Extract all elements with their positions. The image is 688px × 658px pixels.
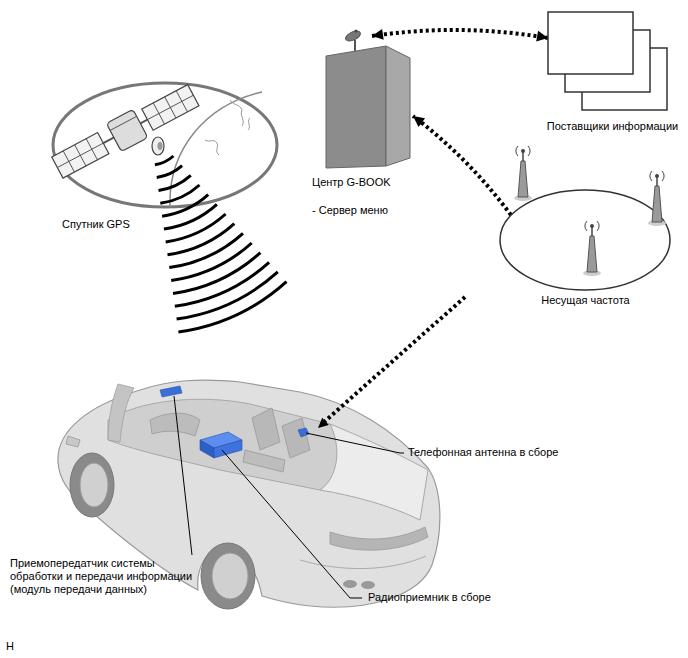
leader-lines-part [174, 396, 192, 555]
gbook-center-building: Центр G-BOOK - Сервер меню [312, 28, 422, 218]
car-illustration-part [201, 543, 255, 609]
node-shape-part-part [386, 46, 410, 166]
node-shape-part-part [590, 224, 594, 228]
node-label: - Сервер меню [312, 204, 422, 218]
node-shape-part [500, 146, 670, 290]
radio-wave [168, 224, 235, 255]
node-label: Несущая частота [498, 294, 673, 308]
radio-wave [169, 233, 243, 267]
node-shape-part-part [652, 186, 662, 222]
node-shape-part [326, 29, 410, 168]
car-illustration-part [70, 453, 114, 517]
car-illustration-part [343, 580, 357, 588]
part-label: Телефонная антенна в сборе [408, 446, 558, 459]
node-shape-part-part [655, 174, 659, 178]
gps-satellite-illustration-part [205, 100, 250, 155]
node-shape-part-part [355, 30, 358, 33]
car-illustration-part [298, 428, 309, 437]
figure-code: H [6, 640, 14, 653]
gps-satellite-illustration-part-part [142, 85, 199, 131]
leader-lines-part [222, 450, 362, 598]
gps-satellite-illustration-part [152, 137, 164, 155]
node-shape [498, 180, 499, 181]
radio-wave [178, 282, 286, 332]
node-shape-part-part [521, 149, 525, 153]
radio-wave [177, 272, 278, 319]
node-shape-part-part [587, 236, 597, 272]
radio-wave [160, 185, 199, 203]
arrow-head [536, 31, 548, 42]
node-shape-part-part [585, 221, 599, 231]
arrow-head [413, 116, 425, 127]
gps-satellite-illustration [50, 81, 277, 207]
node-shape-part-part [548, 12, 633, 74]
car-illustration-part [80, 463, 108, 507]
car-illustration-part [361, 581, 375, 589]
dotted-connector [372, 30, 548, 38]
node-label: Центр G-BOOK [312, 176, 422, 190]
gps-satellite-illustration-part [50, 81, 201, 182]
car-illustration-part [252, 408, 280, 450]
gps-satellite-illustration-part-part [106, 109, 148, 151]
node-shape-part-part [516, 146, 530, 156]
car-illustration-part [200, 440, 214, 458]
car-illustration-part [243, 450, 285, 472]
dotted-connector [413, 116, 511, 215]
signal-arrow [318, 297, 465, 428]
gps-satellite-illustration-part-part [52, 133, 109, 179]
node-shape-part-part [518, 161, 528, 197]
radio-wave [162, 195, 208, 217]
radio-wave [171, 243, 252, 281]
node-shape [540, 8, 541, 9]
car-illustration-part [214, 440, 242, 458]
part-label: Радиоприемник в сборе [368, 591, 491, 604]
radio-wave [157, 166, 182, 178]
node-shape-part-part [326, 46, 386, 168]
radio-waves [155, 156, 287, 332]
car-illustration-part [282, 418, 310, 458]
leader-lines [174, 396, 404, 598]
gps-satellite-illustration-part [158, 142, 163, 150]
car-illustration-part [66, 436, 80, 447]
node-shape-part-part [500, 190, 670, 290]
radio-wave [173, 253, 260, 294]
data-link-arrow [413, 116, 511, 215]
car-illustration-part [150, 413, 200, 436]
car-illustration-part [212, 553, 248, 599]
radio-wave [155, 156, 174, 165]
car-illustration-part [320, 424, 428, 520]
arrow-head [372, 29, 384, 40]
gps-satellite-illustration-part-part [142, 85, 199, 131]
radio-wave [175, 262, 269, 306]
gps-satellite-illustration-part-part [110, 116, 136, 130]
gps-satellite-illustration-part-part [52, 133, 109, 179]
signal-arrow-part [318, 418, 329, 428]
data-link-arrow [372, 29, 548, 42]
car-illustration-part [330, 527, 428, 550]
node-shape-part-part [344, 29, 362, 43]
node-shape-part-part [354, 40, 356, 51]
signal-arrow-part [324, 297, 465, 422]
radio-wave [159, 175, 191, 190]
part-label: Приемопередатчик системы обработки и пер… [10, 557, 195, 597]
info-providers-stack: Поставщики информации [540, 8, 685, 134]
node-shape [312, 28, 313, 29]
node-shape-part-part [650, 171, 664, 181]
node-shape-part [548, 12, 667, 110]
leader-lines-part [306, 433, 404, 453]
car-illustration-part [108, 384, 134, 442]
node-label: Поставщики информации [540, 120, 685, 134]
part-label: Спутник GPS [62, 218, 130, 231]
car-illustration-part [108, 399, 339, 490]
carrier-area: Несущая частота [498, 180, 673, 308]
car-illustration-part [160, 386, 182, 397]
